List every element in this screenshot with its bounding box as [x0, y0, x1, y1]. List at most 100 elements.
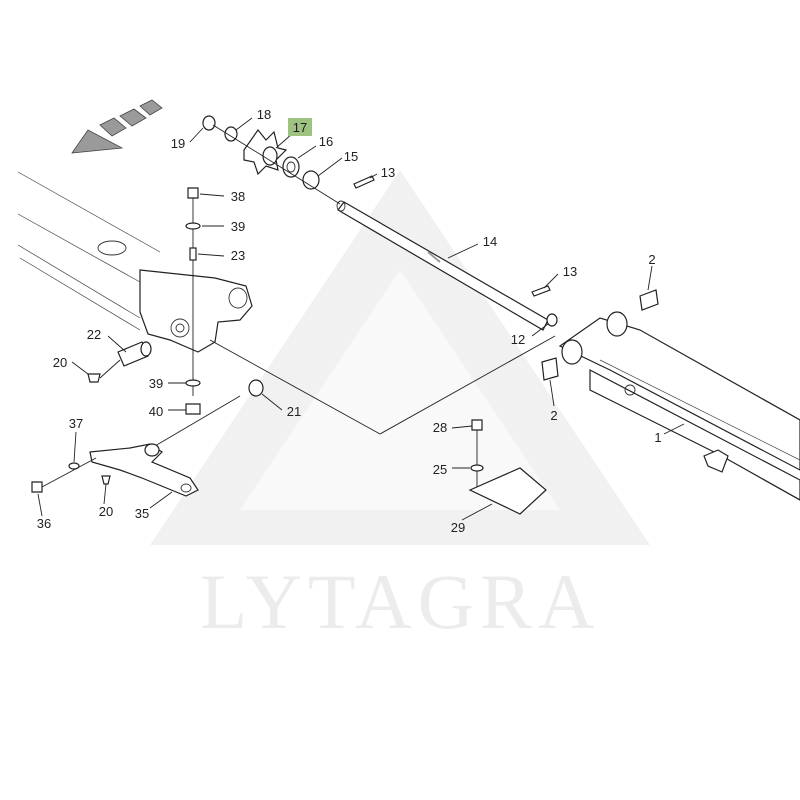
callout-17-highlight [288, 118, 312, 136]
plate-assembly [468, 419, 547, 515]
leader-2b [549, 379, 555, 407]
watermark: LYTAGRA [150, 170, 650, 645]
ring-21 [248, 379, 264, 397]
lever-pin [144, 443, 160, 457]
callout-label[interactable]: 38 [231, 189, 245, 204]
callout-label[interactable]: 20 [53, 355, 67, 370]
callout-label[interactable]: 21 [287, 404, 301, 419]
callout-label[interactable]: 28 [433, 420, 447, 435]
washer-18 [224, 126, 238, 142]
callout-label[interactable]: 29 [451, 520, 465, 535]
callout-label[interactable]: 37 [69, 416, 83, 431]
spring-pin-23 [189, 247, 197, 261]
shaft-end [336, 200, 346, 212]
callout-label[interactable]: 39 [149, 376, 163, 391]
lever-35 [89, 443, 199, 497]
bearing-16-inner [286, 161, 296, 173]
frame-boss [624, 384, 636, 396]
grease-nipple-20-lever [101, 475, 111, 485]
leader-19 [189, 127, 204, 143]
arrow-dash-3 [139, 99, 163, 116]
seal-15 [302, 170, 320, 190]
grease-nipple-20 [87, 373, 101, 383]
shaft-break-mark [427, 251, 441, 263]
pin-13-lower [531, 285, 551, 297]
lever-leader [154, 395, 241, 447]
bracket-hole-inner [175, 323, 185, 333]
callout-label[interactable]: 13 [381, 165, 395, 180]
washer-25 [470, 464, 484, 472]
bushing-22-end [140, 341, 152, 357]
bolt-36-axis [41, 457, 97, 488]
callout-label[interactable]: 20 [99, 504, 113, 519]
leader-14 [447, 243, 479, 259]
callout-label[interactable]: 19 [171, 136, 185, 151]
callout-label[interactable]: 23 [231, 248, 245, 263]
beam-edges [17, 171, 161, 331]
callout-leaders [37, 117, 685, 521]
bushing-2-upper [639, 289, 659, 311]
leader-12 [531, 323, 549, 337]
shaft-axis-line [212, 124, 341, 205]
leader-23 [197, 253, 225, 257]
leader-13b [543, 273, 559, 289]
callout-label[interactable]: 16 [319, 134, 333, 149]
arrow-dash-2 [119, 108, 147, 127]
bracket-hole-right [228, 287, 248, 309]
leader-21 [261, 393, 283, 411]
leader-15 [317, 157, 343, 177]
callout-label[interactable]: 2 [550, 408, 557, 423]
vertical-fastener-stack [185, 187, 201, 415]
callout-label[interactable]: 39 [231, 219, 245, 234]
leader-1 [663, 423, 685, 435]
callout-label[interactable]: 40 [149, 404, 163, 419]
frame-top-tube [558, 317, 800, 471]
arrow-head [71, 129, 124, 154]
leader-37 [73, 431, 77, 463]
callout-label[interactable]: 22 [87, 327, 101, 342]
callout-label[interactable]: 36 [37, 516, 51, 531]
leader-36 [37, 493, 43, 517]
callout-label[interactable]: 25 [433, 462, 447, 477]
ring-12 [546, 313, 558, 327]
callout-label[interactable]: 12 [511, 332, 525, 347]
callout-label[interactable]: 1 [654, 430, 661, 445]
watermark-text: LYTAGRA [200, 558, 601, 645]
arrow-dash-1 [99, 117, 127, 137]
bracket-hole-left [170, 318, 190, 338]
leader-29 [461, 503, 493, 521]
leader-38 [199, 193, 225, 197]
leader-20a [71, 361, 89, 375]
assembly-leader-line [209, 335, 556, 435]
main-frame-1 [558, 311, 800, 501]
leader-20b [103, 483, 107, 505]
callout-label[interactable]: 18 [257, 107, 271, 122]
callout-label[interactable]: 15 [344, 149, 358, 164]
frame-pivot-right [606, 311, 628, 337]
callout-label[interactable]: 17 [293, 120, 307, 135]
direction-arrow [71, 99, 163, 154]
shaft-parts [202, 115, 341, 205]
leader-2a [647, 265, 653, 291]
hub-17 [262, 146, 278, 166]
lever-hole [180, 483, 192, 493]
nipple-leader [99, 359, 121, 379]
callout-label[interactable]: 35 [135, 506, 149, 521]
shaft-body [337, 201, 549, 331]
callout-label[interactable]: 13 [563, 264, 577, 279]
left-beam [17, 171, 253, 353]
washer-39-lower [185, 379, 201, 387]
leader-13a [369, 173, 378, 179]
ring-19 [202, 115, 216, 131]
bolt-28-head [471, 419, 483, 431]
watermark-inner-triangle [240, 270, 560, 510]
callout-label[interactable]: 2 [648, 252, 655, 267]
frame-pivot-left [561, 339, 583, 365]
leader-35 [149, 491, 173, 509]
frame-clip [703, 449, 729, 473]
bolt-38-head [187, 187, 199, 199]
bushing-2-lower [541, 357, 559, 381]
bearing-16 [282, 156, 300, 178]
callout-label[interactable]: 14 [483, 234, 497, 249]
